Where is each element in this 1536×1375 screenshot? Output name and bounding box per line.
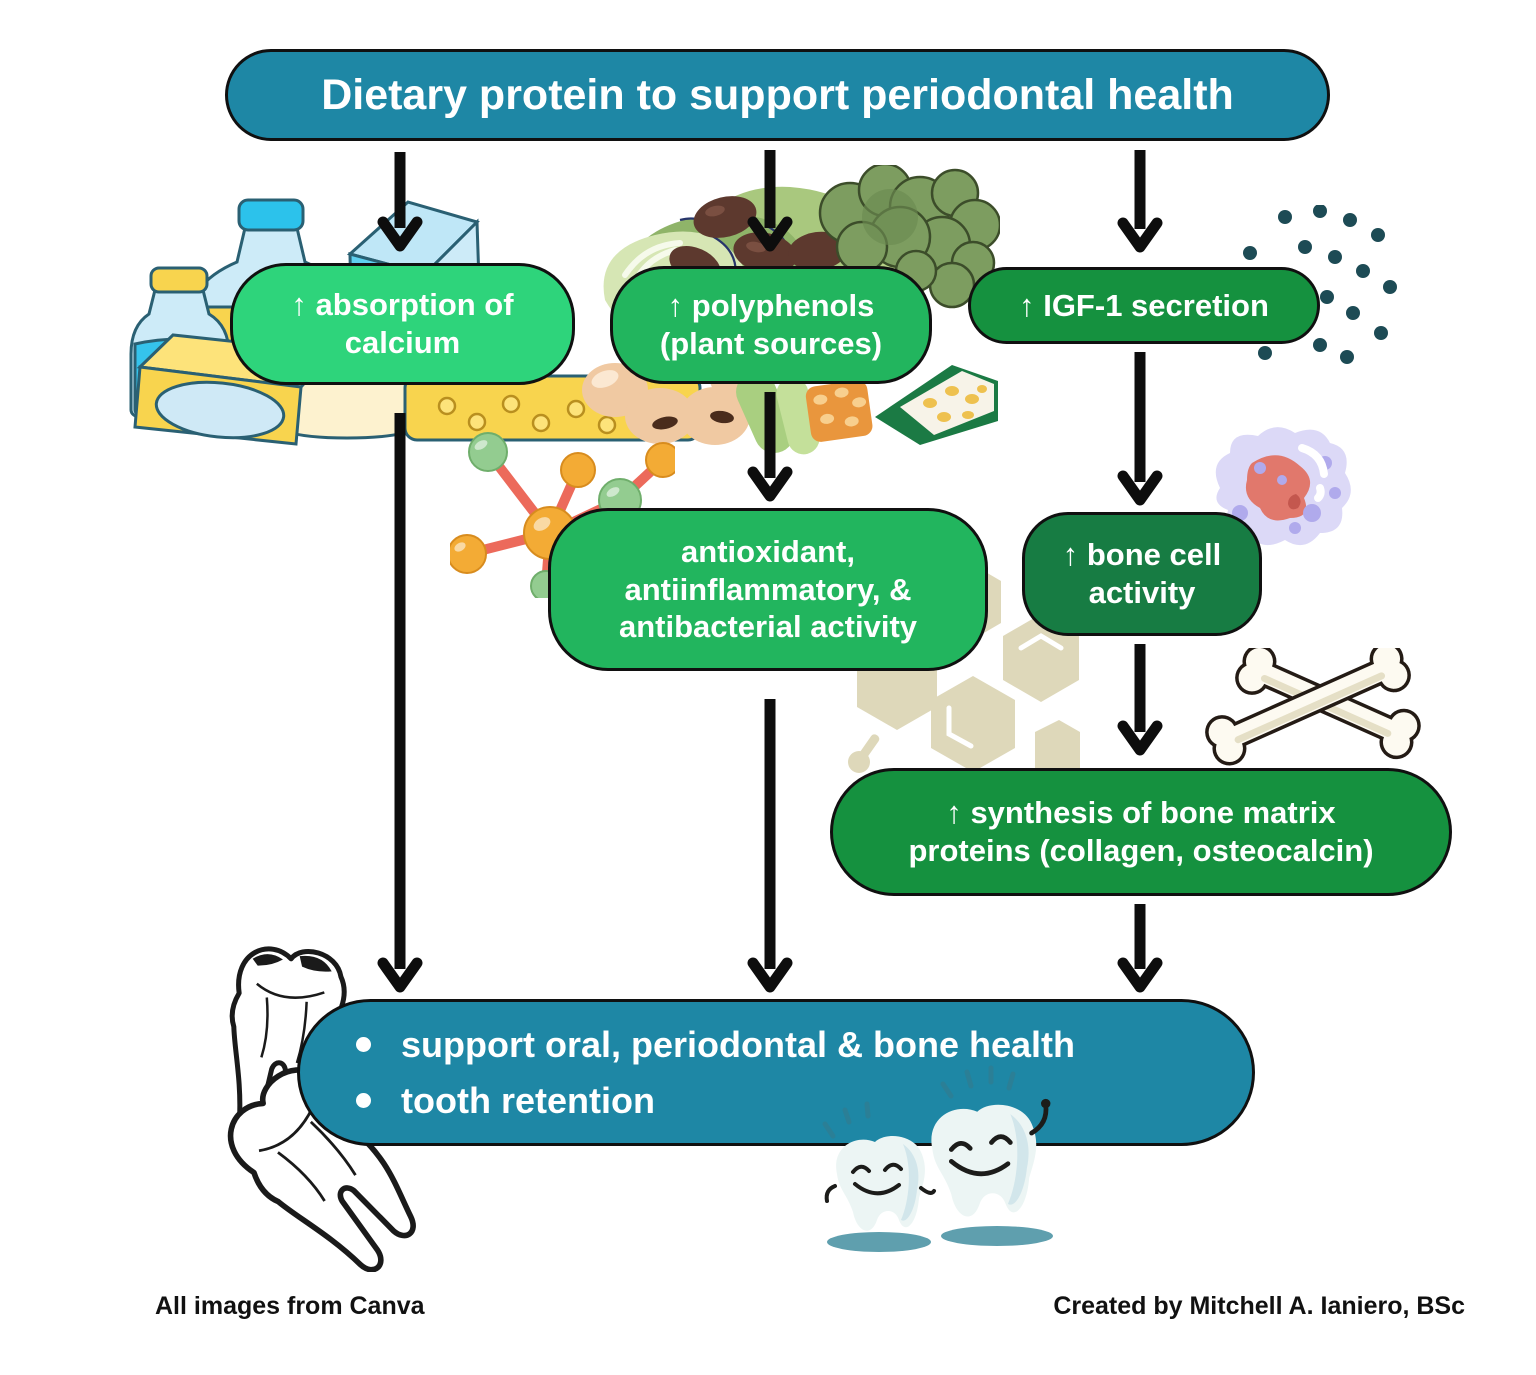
node-text-line: proteins (collagen, osteocalcin) <box>908 833 1374 868</box>
outcome-bullet-text: support oral, periodontal & bone health <box>401 1023 1076 1065</box>
node-text-line: ↑ polyphenols <box>667 288 875 324</box>
diagram-title-text: Dietary protein to support periodontal h… <box>321 70 1234 119</box>
arrow-title-to-polyphenols <box>747 150 793 252</box>
bone-cell-illustration <box>1215 427 1351 546</box>
arrow-bone-cell-to-synthesis <box>1117 644 1163 756</box>
node-text-line: antibacterial activity <box>618 609 918 645</box>
node-text-line: ↑ bone cell <box>1062 537 1222 573</box>
credit-images-source: All images from Canva <box>155 1292 425 1320</box>
outcome-bullet-2: tooth retention <box>356 1079 655 1123</box>
polyphenol-molecule-illustration <box>450 432 675 598</box>
node-text-line: ↑ IGF-1 secretion <box>1019 287 1269 323</box>
crossed-bones-illustration <box>1205 648 1421 766</box>
node-polyphenols: ↑ polyphenols (plant sources) <box>610 266 932 384</box>
arrow-absorption-to-outcome <box>377 413 423 993</box>
node-absorption-of-calcium: ↑ absorption of calcium <box>230 263 575 385</box>
bullet-dot-icon <box>356 1092 371 1108</box>
node-bone-cell-activity: ↑ bone cell activity <box>1022 512 1262 636</box>
arrow-igf1-to-bone-cell <box>1117 352 1163 506</box>
arrow-antioxidant-to-outcome <box>747 699 793 993</box>
arrow-polyphenols-to-antioxidant <box>747 392 793 502</box>
node-text-line: antiinflammatory, & <box>624 571 912 607</box>
node-text-line: antioxidant, <box>681 533 855 569</box>
arrow-title-to-absorption <box>377 152 423 252</box>
outcome-bullet-text: tooth retention <box>401 1079 655 1121</box>
arrow-title-to-igf1 <box>1117 150 1163 253</box>
happy-teeth-illustration <box>822 1065 1053 1252</box>
secretion-dots-illustration <box>1243 205 1397 364</box>
bullet-dot-icon <box>356 1037 371 1053</box>
node-outcome: support oral, periodontal & bone health … <box>297 999 1255 1146</box>
node-igf1-secretion: ↑ IGF-1 secretion <box>968 267 1320 344</box>
credit-author: Created by Mitchell A. Ianiero, BSc <box>1053 1292 1465 1320</box>
node-bone-matrix-synthesis: ↑ synthesis of bone matrix proteins (col… <box>830 768 1452 896</box>
diagram-title: Dietary protein to support periodontal h… <box>225 49 1330 141</box>
outcome-bullet-1: support oral, periodontal & bone health <box>356 1023 1075 1067</box>
node-text-line: activity <box>1088 575 1196 610</box>
node-text-line: ↑ absorption of <box>291 287 514 323</box>
node-text-line: calcium <box>344 325 461 360</box>
node-antioxidant-activity: antioxidant, antiinflammatory, & antibac… <box>548 508 988 671</box>
node-text-line: ↑ synthesis of bone matrix <box>946 795 1336 831</box>
node-text-line: (plant sources) <box>659 326 883 361</box>
arrow-synthesis-to-outcome <box>1117 904 1163 993</box>
